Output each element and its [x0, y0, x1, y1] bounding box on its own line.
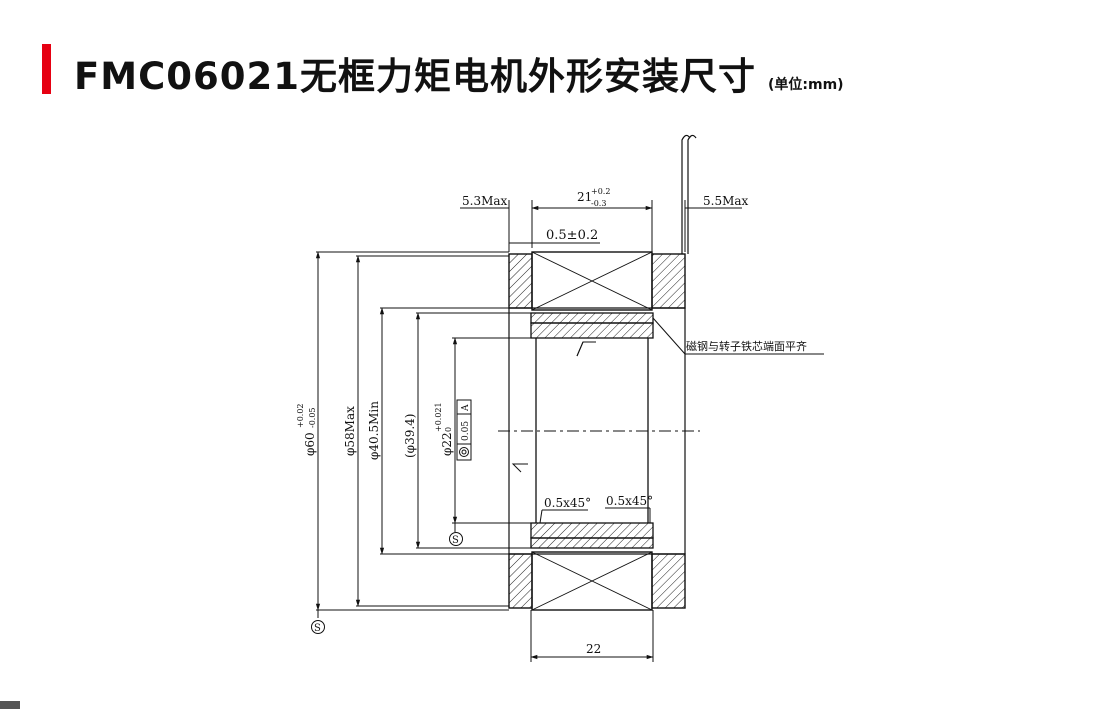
gdt-value: 0.05 — [461, 421, 471, 441]
datum-mark-inner: S — [452, 535, 459, 546]
dim-inner-min: φ40.5Min — [367, 401, 381, 460]
dim-stator-dia: φ58Max — [343, 406, 357, 456]
dim-bore-tol-upper: +0.021 — [434, 402, 443, 432]
unit-label: (单位:mm) — [767, 77, 844, 93]
chamfer-left: 0.5x45° — [544, 496, 591, 510]
note-magnet: 磁钢与转子铁芯端面平齐 — [686, 339, 807, 353]
datum-mark-outer: S — [314, 623, 321, 634]
dim-outer-tol-upper: +0.02 — [296, 403, 305, 428]
lead-wires — [681, 134, 697, 254]
left-dimensions — [315, 251, 536, 618]
corner-marker — [0, 701, 20, 709]
rotor — [530, 312, 654, 549]
surface-finish-icon — [511, 341, 596, 473]
dim-width-tol-lower: -0.3 — [591, 199, 606, 208]
gdt-frame — [456, 399, 472, 461]
dim-offset: 0.5±0.2 — [546, 228, 598, 243]
bottom-dimension — [530, 610, 654, 662]
dim-left-top: 5.3Max — [462, 194, 508, 208]
datum-s-icon — [311, 532, 463, 634]
dim-bottom: 22 — [586, 642, 601, 656]
dim-bore-dia: φ22 — [440, 432, 454, 456]
chamfer-leaders — [539, 507, 651, 524]
magnet-note-leader — [652, 317, 824, 355]
stator-top — [508, 251, 686, 311]
stator-bottom — [508, 551, 686, 611]
chamfer-right: 0.5x45° — [606, 494, 653, 508]
dim-outer-tol-lower: -0.05 — [308, 407, 317, 428]
title-accent-bar — [42, 44, 51, 94]
title-text: FMC06021无框力矩电机外形安装尺寸 — [74, 55, 756, 98]
gdt-datum: A — [461, 404, 471, 412]
dim-ref-dia: (φ39.4) — [403, 414, 417, 458]
top-dimensions — [460, 200, 742, 252]
dim-bore-tol-lower: 0 — [444, 427, 453, 432]
dim-outer-dia: φ60 — [303, 432, 317, 456]
dim-width-main: 21 — [577, 190, 592, 204]
page-title: FMC06021无框力矩电机外形安装尺寸 (单位:mm) — [74, 46, 844, 100]
concentricity-icon — [459, 447, 469, 457]
dim-width-tol-upper: +0.2 — [591, 187, 610, 196]
dim-right-top: 5.5Max — [703, 194, 749, 208]
